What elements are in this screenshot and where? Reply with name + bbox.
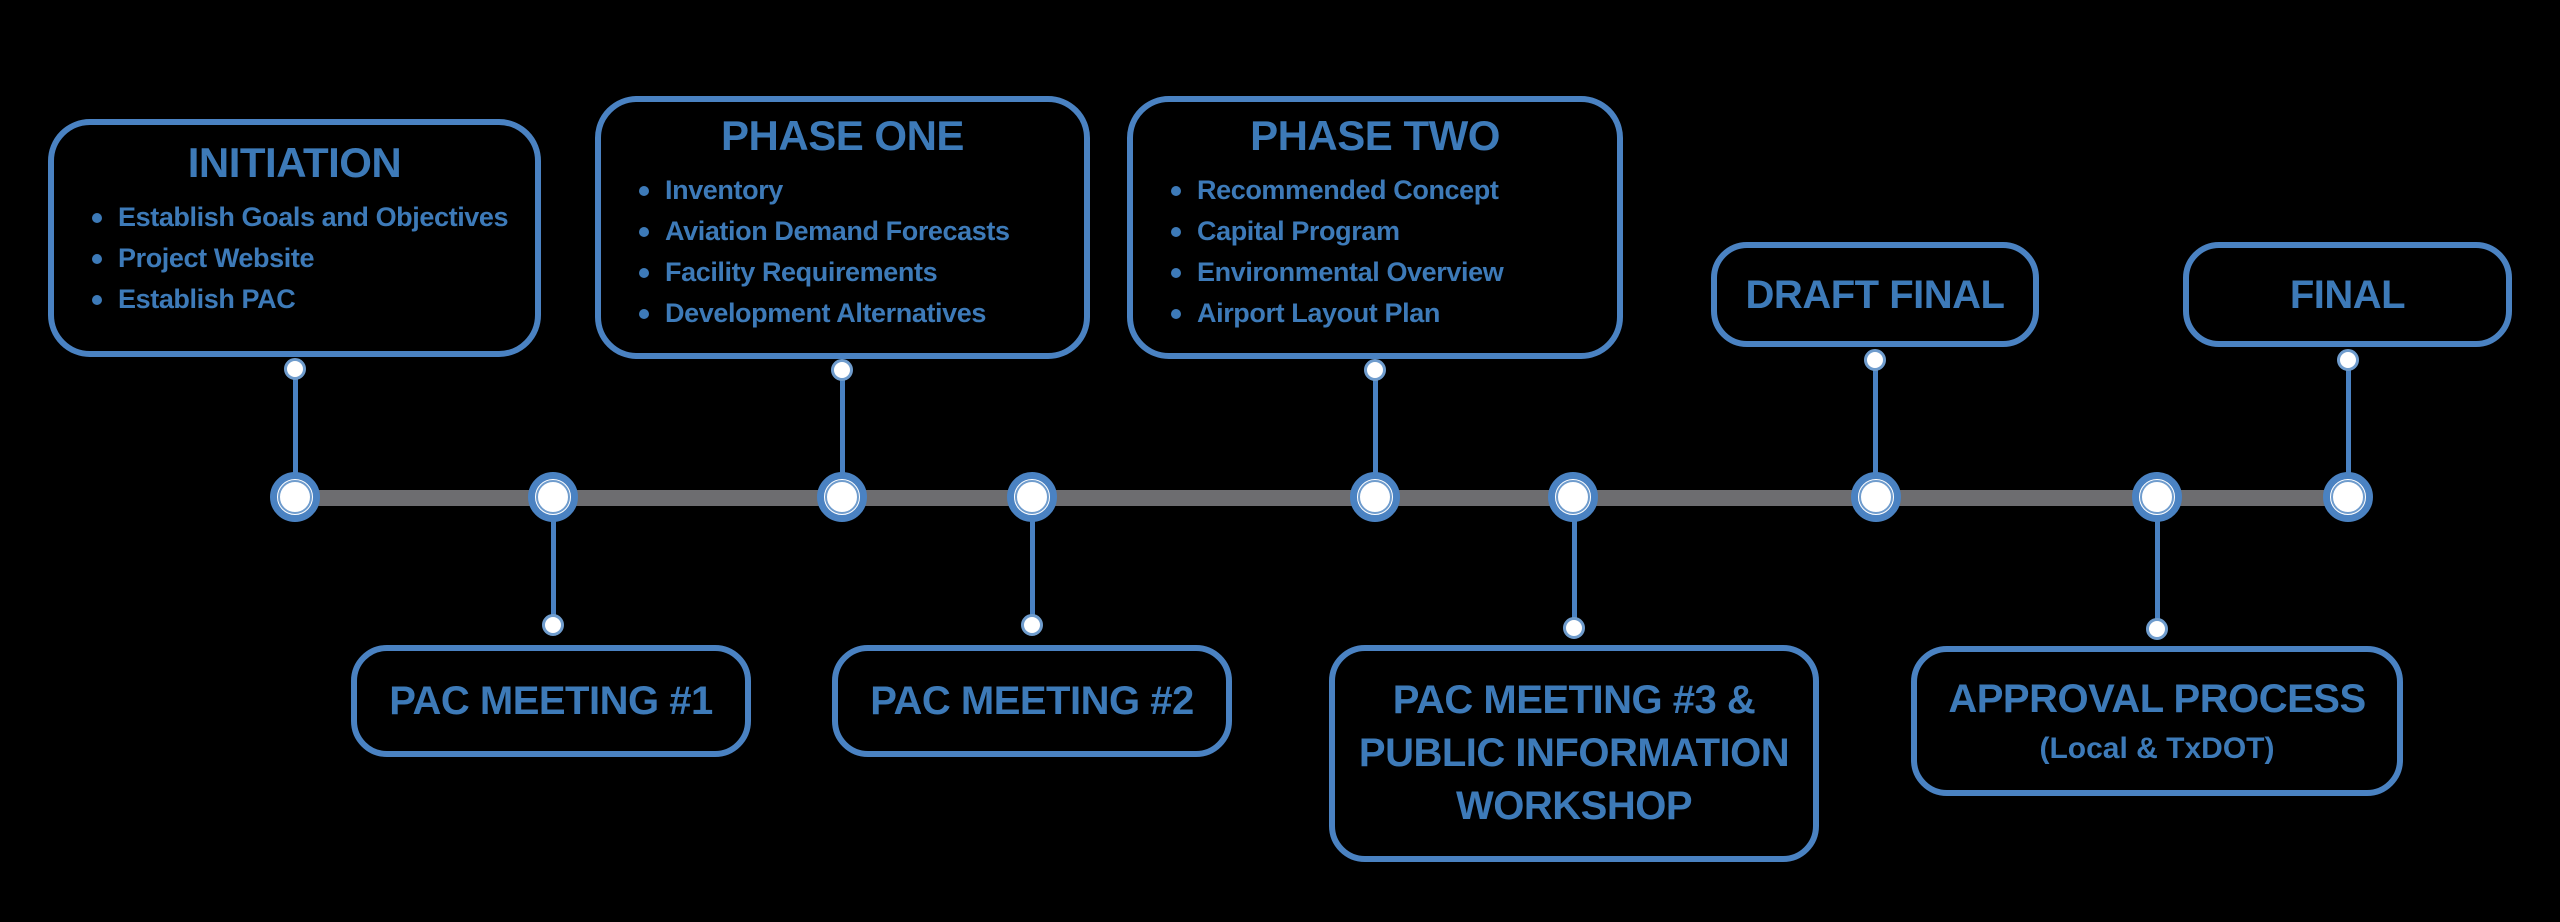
connector-dot	[1364, 359, 1386, 381]
timeline-bar	[295, 490, 2348, 506]
initiation-bullet-list: Establish Goals and Objectives Project W…	[54, 197, 535, 320]
connector-line	[550, 520, 556, 615]
connector-dot	[1021, 614, 1043, 636]
bullet-item: Environmental Overview	[1161, 252, 1607, 293]
bullet-item: Facility Requirements	[629, 252, 1074, 293]
bullet-item: Aviation Demand Forecasts	[629, 211, 1074, 252]
final-box: FINAL	[2183, 242, 2512, 347]
phase-one-bullet-list: Inventory Aviation Demand Forecasts Faci…	[601, 170, 1084, 334]
bullet-item: Development Alternatives	[629, 293, 1074, 334]
connector-dot	[284, 358, 306, 380]
phase-two-box: PHASE TWO Recommended Concept Capital Pr…	[1127, 96, 1623, 359]
pac-meeting-1-box: PAC MEETING #1	[351, 645, 751, 757]
bullet-item: Inventory	[629, 170, 1074, 211]
connector-line	[292, 378, 298, 474]
connector-line	[1872, 369, 1878, 474]
timeline-node	[1548, 472, 1598, 522]
connector-line	[839, 379, 845, 474]
draft-final-box: DRAFT FINAL	[1711, 242, 2039, 347]
final-title: FINAL	[2289, 272, 2406, 317]
approval-process-subtitle: (Local & TxDOT)	[2039, 732, 2275, 765]
approval-process-title: APPROVAL PROCESS	[1948, 677, 2366, 721]
timeline-node	[1350, 472, 1400, 522]
connector-line	[2154, 520, 2160, 619]
connector-line	[1571, 520, 1577, 618]
connector-dot	[1864, 349, 1886, 371]
pac-meeting-1-title: PAC MEETING #1	[389, 679, 713, 723]
initiation-title: INITIATION	[187, 139, 402, 186]
pac-meeting-3-title: PAC MEETING #3 & PUBLIC INFORMATION WORK…	[1358, 677, 1790, 829]
timeline-node	[817, 472, 867, 522]
initiation-box: INITIATION Establish Goals and Objective…	[48, 119, 541, 357]
phase-one-title: PHASE ONE	[721, 112, 964, 159]
draft-final-title: DRAFT FINAL	[1745, 272, 2005, 317]
connector-dot	[2146, 618, 2168, 640]
pac-meeting-3-workshop-box: PAC MEETING #3 & PUBLIC INFORMATION WORK…	[1329, 645, 1819, 862]
bullet-item: Capital Program	[1161, 211, 1607, 252]
phase-two-bullet-list: Recommended Concept Capital Program Envi…	[1133, 170, 1617, 334]
connector-dot	[2337, 349, 2359, 371]
pac-meeting-2-box: PAC MEETING #2	[832, 645, 1232, 757]
bullet-item: Airport Layout Plan	[1161, 293, 1607, 334]
pac-meeting-2-title: PAC MEETING #2	[870, 679, 1194, 723]
connector-dot	[1563, 617, 1585, 639]
approval-process-box: APPROVAL PROCESS (Local & TxDOT)	[1911, 646, 2403, 796]
bullet-item: Establish PAC	[82, 279, 525, 320]
timeline-node	[2323, 472, 2373, 522]
connector-dot	[831, 359, 853, 381]
bullet-item: Establish Goals and Objectives	[82, 197, 525, 238]
connector-line	[1029, 520, 1035, 615]
timeline-node	[1851, 472, 1901, 522]
connector-line	[2345, 369, 2351, 474]
timeline-node	[528, 472, 578, 522]
timeline-node	[2132, 472, 2182, 522]
phase-one-box: PHASE ONE Inventory Aviation Demand Fore…	[595, 96, 1090, 359]
connector-dot	[542, 614, 564, 636]
bullet-item: Recommended Concept	[1161, 170, 1607, 211]
bullet-item: Project Website	[82, 238, 525, 279]
phase-two-title: PHASE TWO	[1250, 112, 1500, 159]
connector-line	[1372, 379, 1378, 474]
timeline-node	[270, 472, 320, 522]
timeline-node	[1007, 472, 1057, 522]
